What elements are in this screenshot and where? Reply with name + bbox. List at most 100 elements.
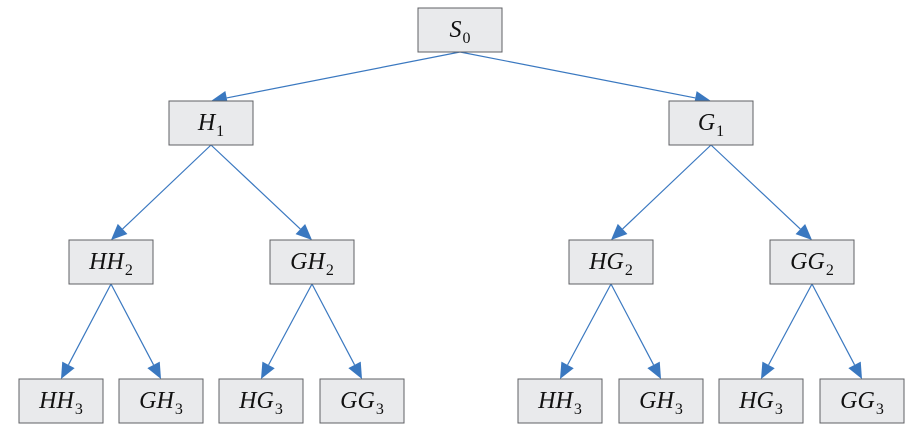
arrowhead-icon xyxy=(848,361,862,379)
node-label: GG3 xyxy=(340,388,384,418)
node-box xyxy=(568,239,654,285)
node-label-base: HG xyxy=(738,388,774,414)
arrowhead-icon xyxy=(761,361,775,379)
node-label: HH3 xyxy=(38,388,83,418)
edge-arrow xyxy=(459,51,711,105)
node-box xyxy=(218,378,304,424)
edge-arrow xyxy=(560,283,612,379)
node-label-subscript: 3 xyxy=(376,401,384,418)
node-gh2: GH2 xyxy=(269,239,355,285)
arrowhead-icon xyxy=(647,361,661,379)
edge-line xyxy=(210,144,301,230)
node-gh3a: GH3 xyxy=(118,378,204,424)
node-box xyxy=(517,378,603,424)
node-label: S0 xyxy=(450,17,471,47)
edge-line xyxy=(268,283,313,366)
node-label: GG2 xyxy=(790,249,834,279)
node-label-subscript: 3 xyxy=(775,401,783,418)
edge-line xyxy=(226,51,461,99)
node-box xyxy=(168,100,254,146)
node-hg3a: HG3 xyxy=(218,378,304,424)
node-label-subscript: 1 xyxy=(716,123,724,140)
node-label: HG3 xyxy=(738,388,783,418)
arrowhead-icon xyxy=(795,223,812,240)
node-s0: S0 xyxy=(417,7,503,53)
node-label-base: HH xyxy=(38,388,75,414)
node-label-base: GG xyxy=(340,388,375,414)
node-label-base: HG xyxy=(238,388,274,414)
edge-line xyxy=(811,283,856,366)
node-label-subscript: 3 xyxy=(675,401,683,418)
node-label: H1 xyxy=(197,110,224,140)
edge-line xyxy=(122,144,212,230)
node-label-subscript: 0 xyxy=(463,30,471,47)
edge-arrow xyxy=(61,283,112,379)
arrowhead-icon xyxy=(111,223,128,240)
node-label: GH3 xyxy=(139,388,183,418)
node-box xyxy=(118,378,204,424)
node-label-subscript: 3 xyxy=(75,401,83,418)
arrowhead-icon xyxy=(61,361,75,379)
node-hh3a: HH3 xyxy=(18,378,104,424)
edge-line xyxy=(459,51,696,99)
node-box xyxy=(718,378,804,424)
node-label-subscript: 3 xyxy=(275,401,283,418)
node-box xyxy=(319,378,405,424)
edges-layer xyxy=(61,51,862,379)
node-box xyxy=(618,378,704,424)
node-h1: H1 xyxy=(168,100,254,146)
node-box xyxy=(269,239,355,285)
node-label: HH3 xyxy=(537,388,582,418)
node-label-base: GH xyxy=(290,249,326,275)
node-label-subscript: 2 xyxy=(625,262,633,279)
node-box xyxy=(819,378,905,424)
node-label-base: HG xyxy=(588,249,624,275)
node-label-subscript: 2 xyxy=(326,262,334,279)
node-label: GG3 xyxy=(840,388,884,418)
arrowhead-icon xyxy=(261,361,275,379)
edge-arrow xyxy=(611,144,712,240)
node-label-subscript: 3 xyxy=(175,401,183,418)
edge-arrow xyxy=(311,283,362,379)
edge-line xyxy=(768,283,813,366)
edge-arrow xyxy=(761,283,813,379)
node-label: HH2 xyxy=(88,249,133,279)
edge-arrow xyxy=(210,144,312,240)
edge-line xyxy=(622,144,712,230)
node-label-base: GG xyxy=(840,388,875,414)
arrowhead-icon xyxy=(295,223,312,240)
node-box xyxy=(18,378,104,424)
node-g1: G1 xyxy=(668,100,754,146)
edge-arrow xyxy=(110,283,161,379)
node-label-subscript: 3 xyxy=(574,401,582,418)
edge-line xyxy=(311,283,356,366)
node-gg3b: GG3 xyxy=(819,378,905,424)
node-box xyxy=(668,100,754,146)
edge-arrow xyxy=(811,283,862,379)
node-label-base: HH xyxy=(537,388,574,414)
node-label-base: S xyxy=(450,17,462,43)
node-label-base: GH xyxy=(139,388,175,414)
node-label-base: G xyxy=(698,110,715,136)
node-gg3a: GG3 xyxy=(319,378,405,424)
arrowhead-icon xyxy=(147,361,161,379)
node-label-base: GG xyxy=(790,249,825,275)
node-gh3b: GH3 xyxy=(618,378,704,424)
node-hh2: HH2 xyxy=(68,239,154,285)
node-label-subscript: 3 xyxy=(876,401,884,418)
edge-line xyxy=(710,144,801,230)
node-label: HG3 xyxy=(238,388,283,418)
node-label-subscript: 1 xyxy=(216,123,224,140)
node-label-base: GH xyxy=(639,388,675,414)
arrowhead-icon xyxy=(611,223,628,240)
node-gg2: GG2 xyxy=(769,239,855,285)
node-box xyxy=(68,239,154,285)
node-label: GH2 xyxy=(290,249,334,279)
edge-arrow xyxy=(610,283,661,379)
edge-arrow xyxy=(211,51,461,105)
node-hh3b: HH3 xyxy=(517,378,603,424)
node-label: GH3 xyxy=(639,388,683,418)
edge-line xyxy=(610,283,655,366)
